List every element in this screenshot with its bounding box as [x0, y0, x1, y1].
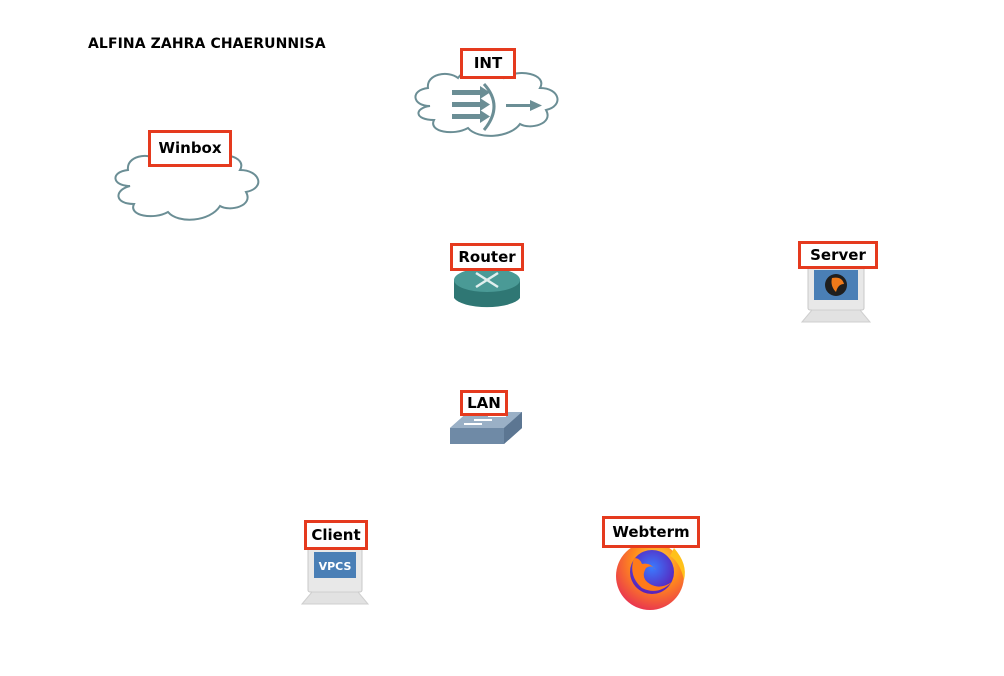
- node-router[interactable]: Router: [448, 242, 528, 316]
- node-label: Winbox: [148, 130, 232, 167]
- switch-icon: [450, 412, 522, 444]
- vpcs-screen-text: VPCS: [319, 560, 352, 573]
- topology-title: ALFINA ZAHRA CHAERUNNISA: [88, 36, 326, 52]
- node-winbox[interactable]: Winbox: [108, 128, 268, 228]
- cloud-icon: [114, 150, 260, 221]
- node-webterm[interactable]: Webterm: [600, 514, 704, 614]
- vpcs-computer-icon: VPCS: [300, 547, 370, 605]
- node-label: Router: [450, 243, 524, 271]
- node-label: Client: [304, 520, 368, 550]
- node-label: Webterm: [602, 516, 700, 548]
- router-icon: [454, 268, 520, 308]
- qemu-computer-icon: [800, 265, 872, 323]
- node-lan[interactable]: LAN: [448, 388, 528, 452]
- node-label: LAN: [460, 390, 508, 416]
- node-server[interactable]: Server: [798, 240, 882, 328]
- node-client[interactable]: VPCS Client: [298, 518, 378, 608]
- node-label: INT: [460, 48, 516, 79]
- node-label: Server: [798, 241, 878, 269]
- node-int[interactable]: INT: [408, 48, 568, 148]
- cloud-nat-icon: [414, 68, 559, 137]
- firefox-icon: [616, 542, 685, 610]
